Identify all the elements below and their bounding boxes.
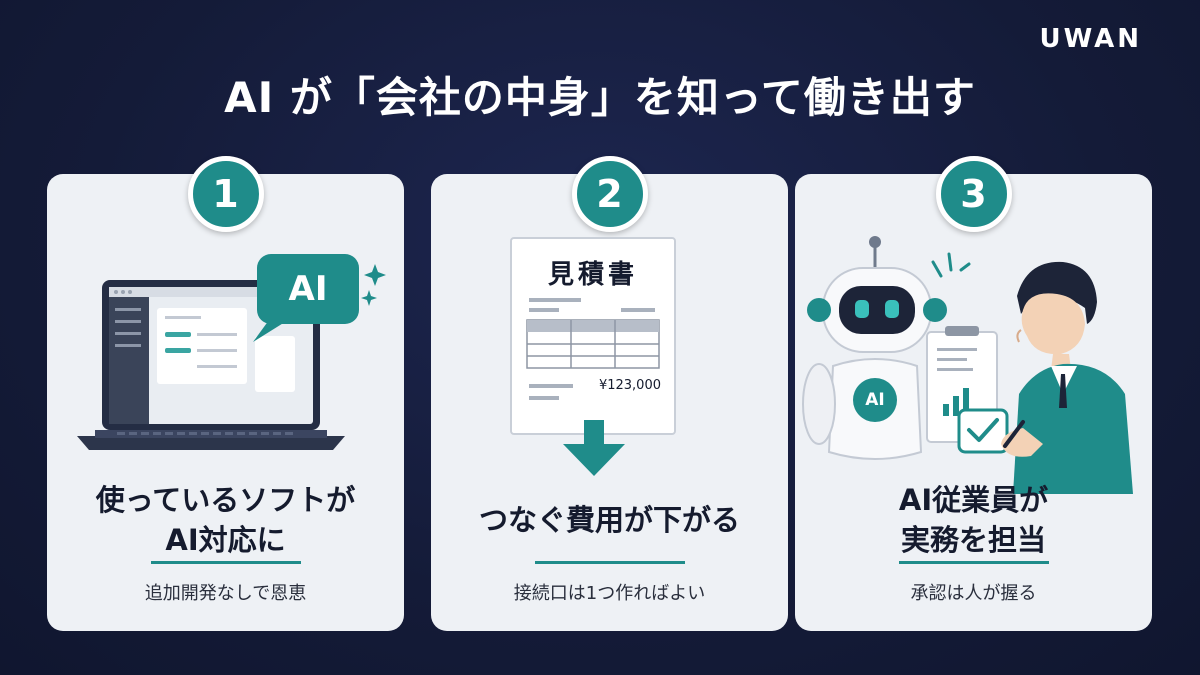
step-number-badge: 2 [571, 156, 648, 232]
card-heading-line2: 実務を担当 [900, 523, 1046, 557]
card-heading: つなぐ費用が下がる [431, 500, 788, 540]
ai-robot-and-person-icon [802, 236, 1133, 494]
step-number-badge: 1 [187, 156, 264, 232]
document-title: 見積書 [547, 260, 638, 290]
page-title: AI が「会社の中身」を知って働き出す [224, 73, 976, 122]
document-amount: ¥123,000 [598, 378, 661, 393]
card-subtext: 接続口は1つ作ればよい [513, 583, 706, 604]
card-divider [898, 561, 1049, 564]
laptop-ai-icon [77, 254, 386, 450]
card-heading: AI従業員が 実務を担当 [795, 480, 1152, 560]
card-heading-line1: つなぐ費用が下がる [478, 503, 740, 537]
card-heading-line1: AI従業員が [898, 483, 1049, 517]
robot-ai-label: AI [865, 390, 885, 410]
step-number-badge: 3 [935, 156, 1012, 232]
ai-bubble-label: AI [288, 269, 328, 309]
card-2: 2 見積書 ¥123,000 つなぐ費用が下がる 接続口は1つ作ればよい [431, 156, 788, 631]
estimate-document-icon [510, 237, 676, 476]
card-1: 1 AI [47, 156, 404, 631]
card-3: 3 [795, 156, 1152, 631]
card-heading-line2: AI対応に [165, 523, 286, 557]
card-divider [150, 561, 301, 564]
card-subtext: 追加開発なしで恩恵 [144, 583, 307, 604]
card-heading: 使っているソフトが AI対応に [47, 480, 404, 560]
card-divider [534, 561, 685, 564]
card-heading-line1: 使っているソフトが [95, 483, 356, 517]
brand-logo: UWAN [1039, 24, 1142, 54]
card-subtext: 承認は人が握る [910, 583, 1037, 604]
